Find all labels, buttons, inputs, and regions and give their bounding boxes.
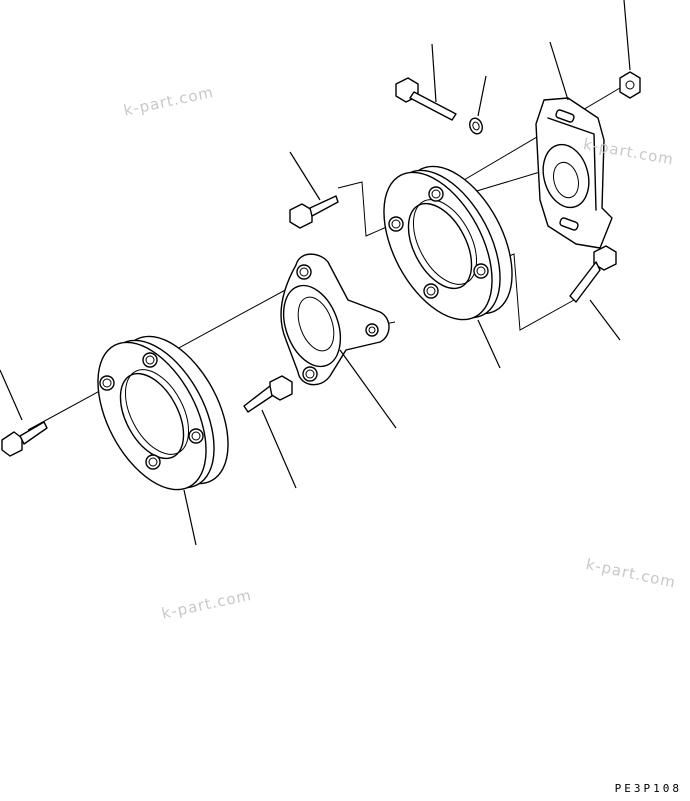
bolt-right <box>569 245 617 303</box>
drawing-code: PE3P108 <box>614 782 682 795</box>
washer <box>469 117 483 135</box>
callout-leaders <box>0 0 631 546</box>
bolt-front-center <box>243 375 293 413</box>
adapter-flange <box>280 253 390 386</box>
rear-flange-plate <box>383 165 513 321</box>
clamp-bracket <box>535 97 613 249</box>
nut <box>619 71 641 99</box>
front-flange-plate <box>97 335 229 491</box>
bolt-upper-left <box>289 195 339 229</box>
bolt-front-left <box>1 421 48 457</box>
bolt-top <box>395 77 457 121</box>
